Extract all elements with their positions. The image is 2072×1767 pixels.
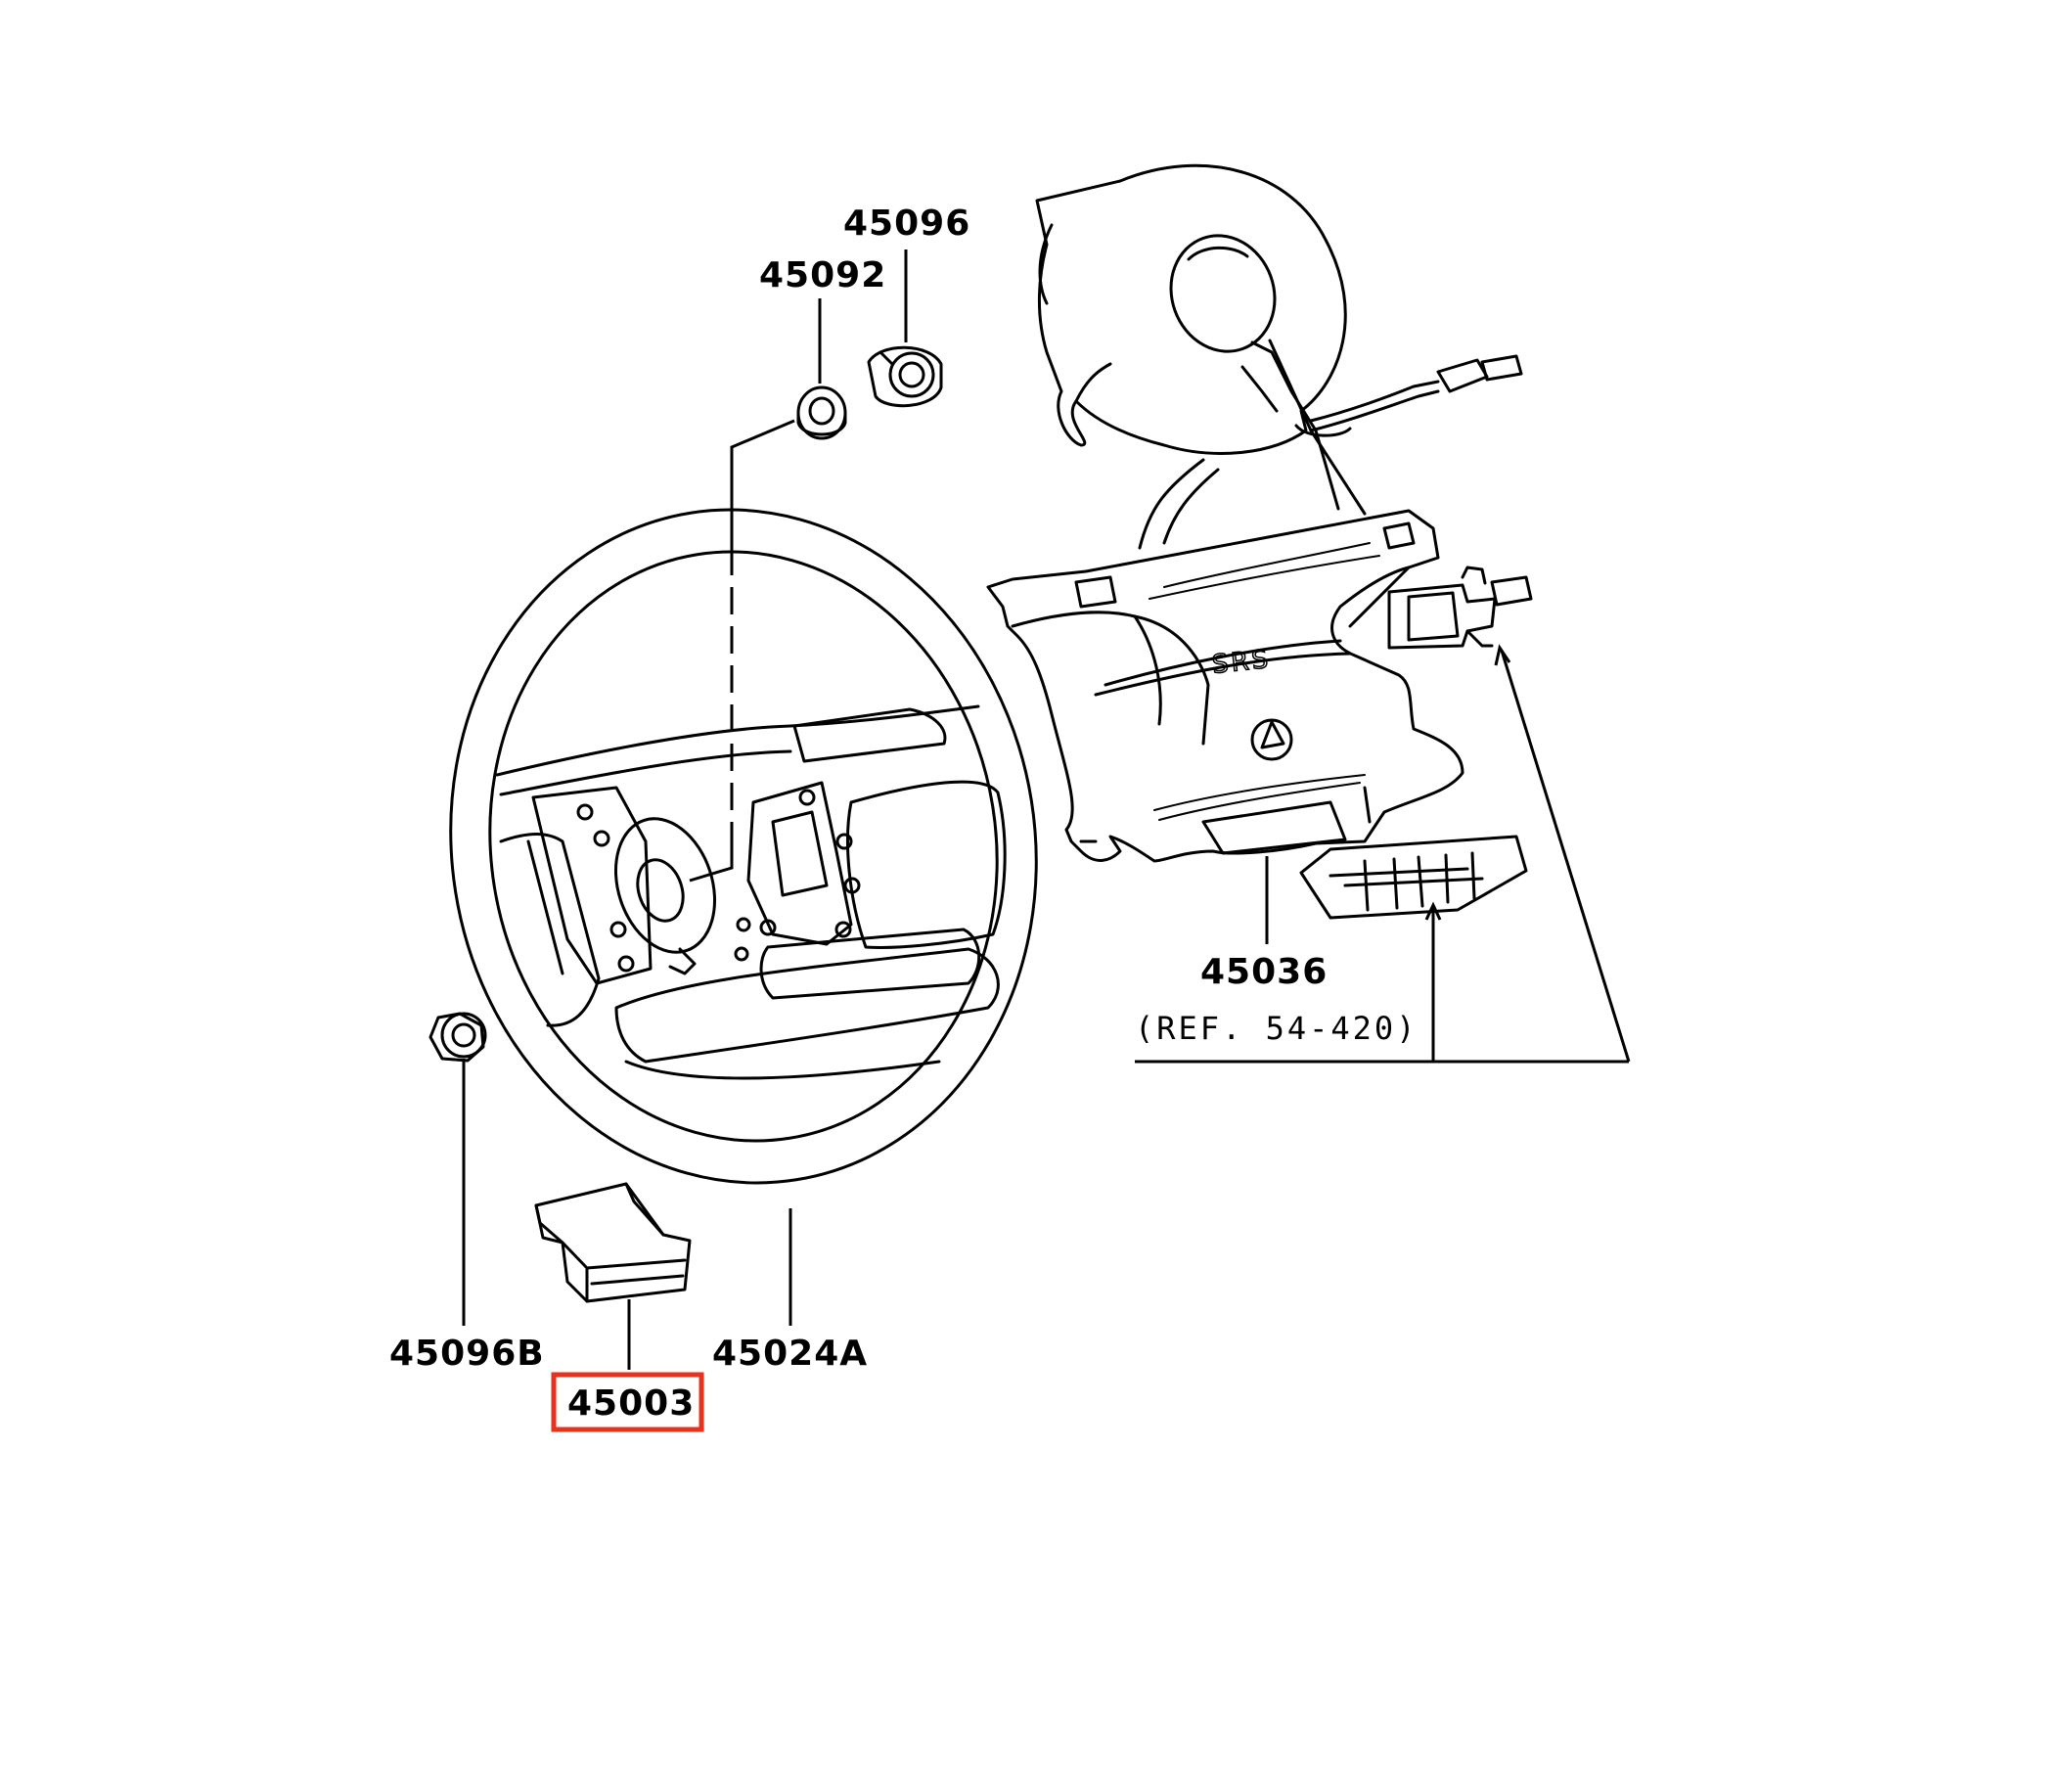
airbag-pad-45036[interactable] [986, 509, 1464, 863]
spiral-cable[interactable] [1035, 163, 1523, 550]
nut-45096B[interactable] [428, 1012, 487, 1063]
highlight-box-45003 [551, 1372, 704, 1432]
label-45024A: 45024A [712, 1334, 868, 1374]
label-45096: 45096 [843, 204, 970, 244]
airbag-emboss-text: SRS [1211, 645, 1273, 680]
steering-switch-lower[interactable] [1299, 835, 1528, 920]
cap-45096[interactable] [867, 345, 943, 408]
steering-switch-right[interactable] [1387, 566, 1533, 650]
label-45036: 45036 [1200, 952, 1328, 992]
steering-wheel[interactable] [403, 468, 1085, 1226]
nut-45092[interactable] [796, 385, 847, 440]
label-45096B: 45096B [389, 1334, 545, 1374]
label-45092: 45092 [759, 255, 886, 295]
cover-45003[interactable] [534, 1182, 692, 1303]
label-ref-54-420: (REF. 54-420) [1135, 1010, 1418, 1047]
leader-lines [462, 249, 1631, 1370]
label-45003[interactable]: 45003 [567, 1383, 695, 1424]
